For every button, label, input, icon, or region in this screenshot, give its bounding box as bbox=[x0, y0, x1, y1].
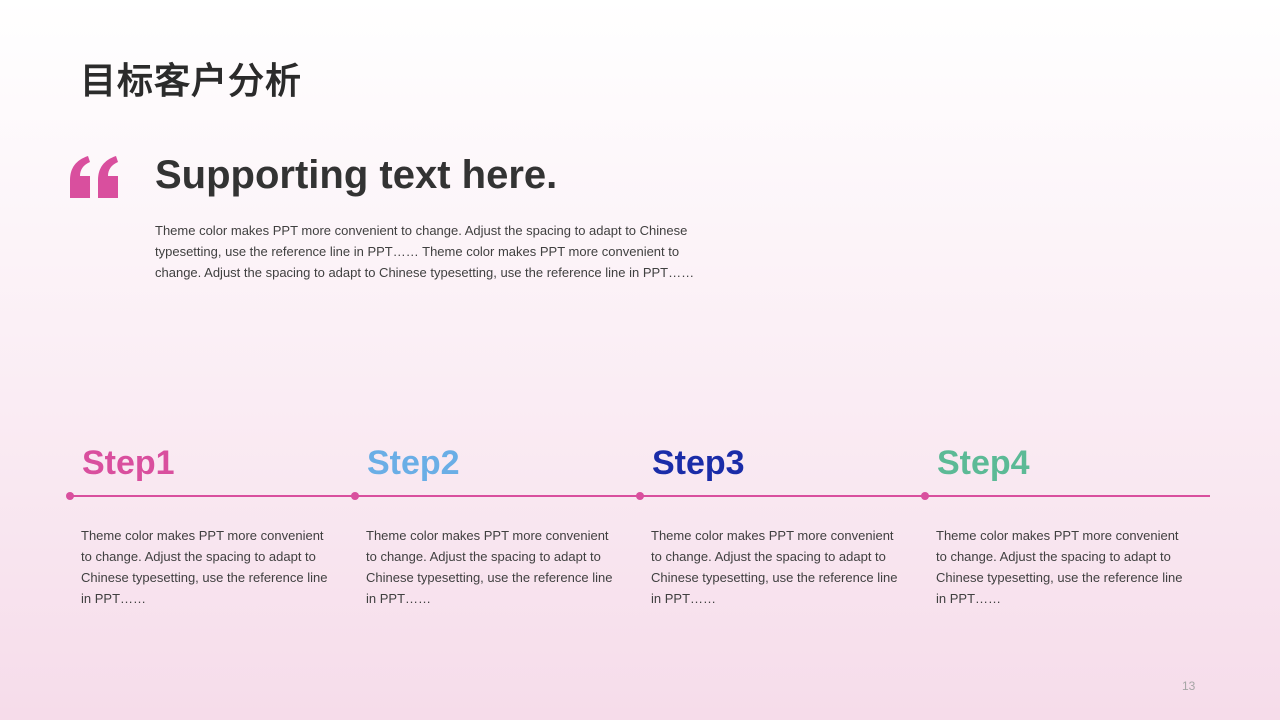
step-2: Step2 Theme color makes PPT more conveni… bbox=[366, 440, 626, 609]
step-description: Theme color makes PPT more convenient to… bbox=[936, 528, 1183, 606]
step-title: Step1 bbox=[82, 444, 175, 482]
quote-mark-icon bbox=[70, 156, 118, 198]
timeline-dot bbox=[921, 492, 929, 500]
step-title: Step2 bbox=[367, 444, 460, 482]
page-number: 13 bbox=[1182, 679, 1196, 693]
timeline-dot bbox=[66, 492, 74, 500]
timeline-dot bbox=[351, 492, 359, 500]
step-3: Step3 Theme color makes PPT more conveni… bbox=[651, 440, 911, 609]
headline: Supporting text here. bbox=[155, 153, 558, 197]
step-title: Step3 bbox=[652, 444, 745, 482]
page-title: 目标客户分析 bbox=[80, 61, 303, 102]
step-title: Step4 bbox=[937, 444, 1030, 482]
timeline-dot bbox=[636, 492, 644, 500]
step-description: Theme color makes PPT more convenient to… bbox=[81, 528, 328, 606]
step-1: Step1 Theme color makes PPT more conveni… bbox=[81, 440, 341, 609]
step-description: Theme color makes PPT more convenient to… bbox=[651, 528, 898, 606]
step-4: Step4 Theme color makes PPT more conveni… bbox=[936, 440, 1196, 609]
step-description: Theme color makes PPT more convenient to… bbox=[366, 528, 613, 606]
intro-paragraph: Theme color makes PPT more convenient to… bbox=[155, 223, 695, 280]
